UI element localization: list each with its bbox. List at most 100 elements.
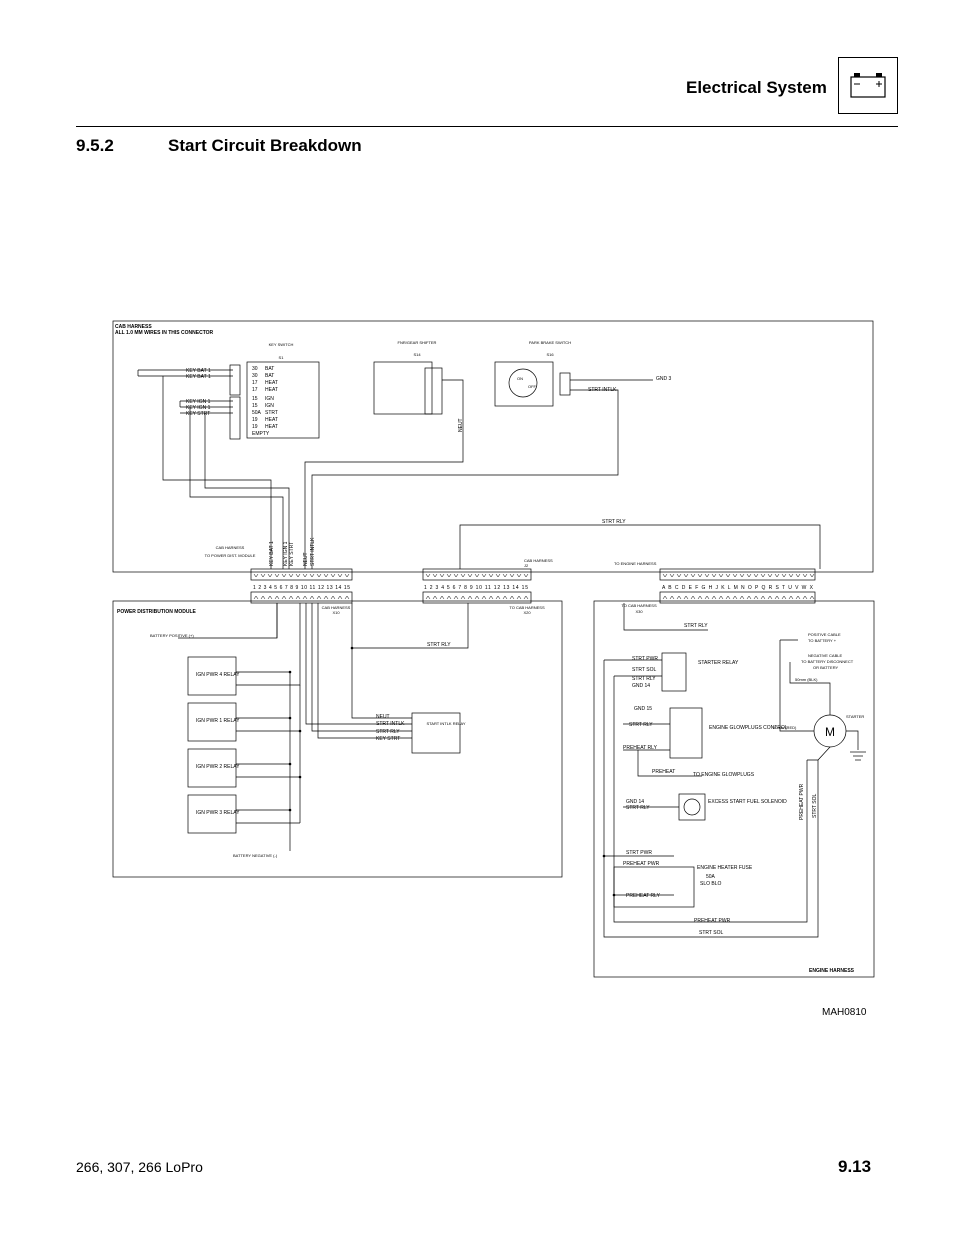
pdm-title: POWER DISTRIBUTION MODULE: [117, 609, 197, 615]
preheat-pwr-bottom-label: PREHEAT PWR: [694, 918, 731, 924]
preheat-label: PREHEAT: [652, 769, 675, 775]
strt-pwr-label: STRT PWR: [632, 656, 658, 662]
park-brake-label: PARK BRAKE SWITCH: [529, 340, 571, 345]
cab-harness-j2-id: J2: [524, 563, 529, 568]
cable-red-label: 50mm (RED): [773, 725, 797, 730]
key-strt-label: KEY STRT: [186, 411, 210, 417]
to-cab-harness: TO CAB HARNESS: [509, 605, 545, 610]
cab-harness-title: CAB HARNESS: [115, 324, 152, 330]
footer-models: 266, 307, 266 LoPro: [76, 1159, 203, 1175]
key-pin: 50A: [252, 410, 262, 416]
fnr-shifter-id: S14: [413, 352, 421, 357]
gnd-14-fuel-label: GND 14: [626, 799, 644, 805]
to-engine-harness-label: TO ENGINE HARNESS: [614, 561, 657, 566]
cab-harness-box: [112, 320, 874, 573]
strt-pwr-fuse-label: STRT PWR: [626, 850, 652, 856]
vert-wire-label: STRT INTLK: [310, 537, 316, 566]
cable-blk-label: 50mm (BLK): [795, 677, 818, 682]
key-pin-name: HEAT: [265, 380, 278, 386]
key-ign-label: KEY IGN 1: [186, 399, 211, 405]
connector-j2-top: [422, 568, 532, 581]
key-pin-name: HEAT: [265, 387, 278, 393]
strt-intlk-label: STRT INTLK: [588, 387, 617, 393]
key-pin: 19: [252, 424, 258, 430]
vert-wire-label: KEY IGN 1: [283, 541, 289, 566]
strt-rly-label: STRT RLY: [602, 519, 626, 525]
park-brake-box: [494, 361, 554, 407]
connector-j2-bottom: [422, 591, 532, 604]
neut-vertical-label: NEUT: [458, 418, 464, 432]
pdm-cab-harness: CAB HARNESS: [322, 605, 351, 610]
to-battery-disconnect-label: TO BATTERY DISCONNECT: [801, 659, 854, 664]
battery-negative-label: BATTERY NEGATIVE (-): [233, 853, 278, 858]
key-switch-label: KEY SWITCH: [269, 342, 294, 347]
heater-fuse-rating: 50A: [706, 874, 716, 880]
key-bat-label: KEY BAT 1: [186, 374, 211, 380]
engine-to-cab-harness: TO CAB HARNESS: [621, 603, 657, 608]
battery-icon: [838, 57, 898, 114]
vert-wire-label: KEY BAT 1: [269, 541, 275, 566]
start-intlk-relay-label: START INTLK RELAY: [426, 721, 465, 726]
key-pin-name: BAT: [265, 366, 274, 372]
intlk-input: KEY STRT: [376, 736, 400, 742]
key-pin: 15: [252, 403, 258, 409]
strt-sol-bottom-label: STRT SOL: [699, 930, 723, 936]
engine-harness-box: [593, 600, 875, 978]
relay-label: IGN PWR 3 RELAY: [196, 810, 240, 816]
or-battery-label: OR BATTERY: [813, 665, 839, 670]
preheat-pwr-label: PREHEAT PWR: [623, 861, 660, 867]
key-pin-name: STRT: [265, 410, 278, 416]
motor-label: M: [825, 725, 835, 739]
park-brake-on: ON: [517, 376, 523, 381]
engine-to-cab-harness-id: X30: [635, 609, 643, 614]
figure-id: MAH0810: [822, 1007, 867, 1018]
footer-page-number: 9.13: [838, 1157, 872, 1176]
heater-fuse-label: ENGINE HEATER FUSE: [697, 865, 753, 871]
strt-rly-fuel-label: STRT RLY: [626, 805, 650, 811]
connector-j1-bottom: [250, 591, 353, 604]
pin-numbers-j1: 1 2 3 4 5 6 7 8 9 10 11 12 13 14 15: [253, 585, 350, 591]
connector-j3-top: [659, 568, 816, 581]
to-battery-plus-label: TO BATTERY +: [808, 638, 837, 643]
strt-rly-glow-label: STRT RLY: [629, 722, 653, 728]
intlk-input: STRT INTLK: [376, 721, 405, 727]
key-pin: 30: [252, 366, 258, 372]
preheat-rly-label: PREHEAT RLY: [623, 745, 658, 751]
battery-positive-label: BATTERY POSITIVE (+): [150, 633, 194, 638]
gnd-14-label: GND 14: [632, 683, 650, 689]
park-brake-dial-icon: [508, 368, 538, 398]
page-header-title: Electrical System: [686, 78, 827, 97]
gnd-3-label: GND 3: [656, 376, 672, 382]
key-pin: 17: [252, 387, 258, 393]
key-pin-name: HEAT: [265, 424, 278, 430]
key-pin-name: HEAT: [265, 417, 278, 423]
to-cab-harness-id: X20: [523, 610, 531, 615]
positive-cable-label: POSITIVE CABLE: [808, 632, 841, 637]
key-pin: 19: [252, 417, 258, 423]
starter-label: STARTER: [846, 714, 864, 719]
to-glowplugs-label: TO ENGINE GLOWPLUGS: [693, 772, 755, 778]
pdm-cab-harness-id: X10: [332, 610, 340, 615]
intlk-input: NEUT: [376, 714, 390, 720]
section-title: Start Circuit Breakdown: [168, 136, 362, 155]
power-distribution-module-box: [112, 600, 563, 878]
relay-label: IGN PWR 1 RELAY: [196, 718, 240, 724]
fnr-shifter-label: FNR/GEAR SHIFTER: [398, 340, 437, 345]
relay-label: IGN PWR 2 RELAY: [196, 764, 240, 770]
negative-cable-label: NEGATIVE CABLE: [808, 653, 842, 658]
key-switch-id: S1: [279, 355, 285, 360]
glowplugs-control-label: ENGINE GLOWPLUGS CONTROL: [709, 725, 788, 731]
connector-j1-top: [250, 568, 353, 581]
park-brake-id: S16: [546, 352, 554, 357]
key-pin: 17: [252, 380, 258, 386]
header-rule: [76, 126, 898, 127]
engine-harness-label: ENGINE HARNESS: [809, 968, 855, 974]
preheat-pwr-vertical-label: PREHEAT PWR: [799, 783, 805, 820]
key-pin-name: IGN: [265, 396, 274, 402]
vert-wire-label: KEY STRT: [289, 542, 295, 566]
key-pin-name: BAT: [265, 373, 274, 379]
cab-harness-j1-label: CAB HARNESS: [216, 545, 245, 550]
strt-sol-vertical-label: STRT SOL: [812, 794, 818, 818]
fuel-solenoid-label: EXCESS START FUEL SOLENOID: [708, 799, 787, 805]
